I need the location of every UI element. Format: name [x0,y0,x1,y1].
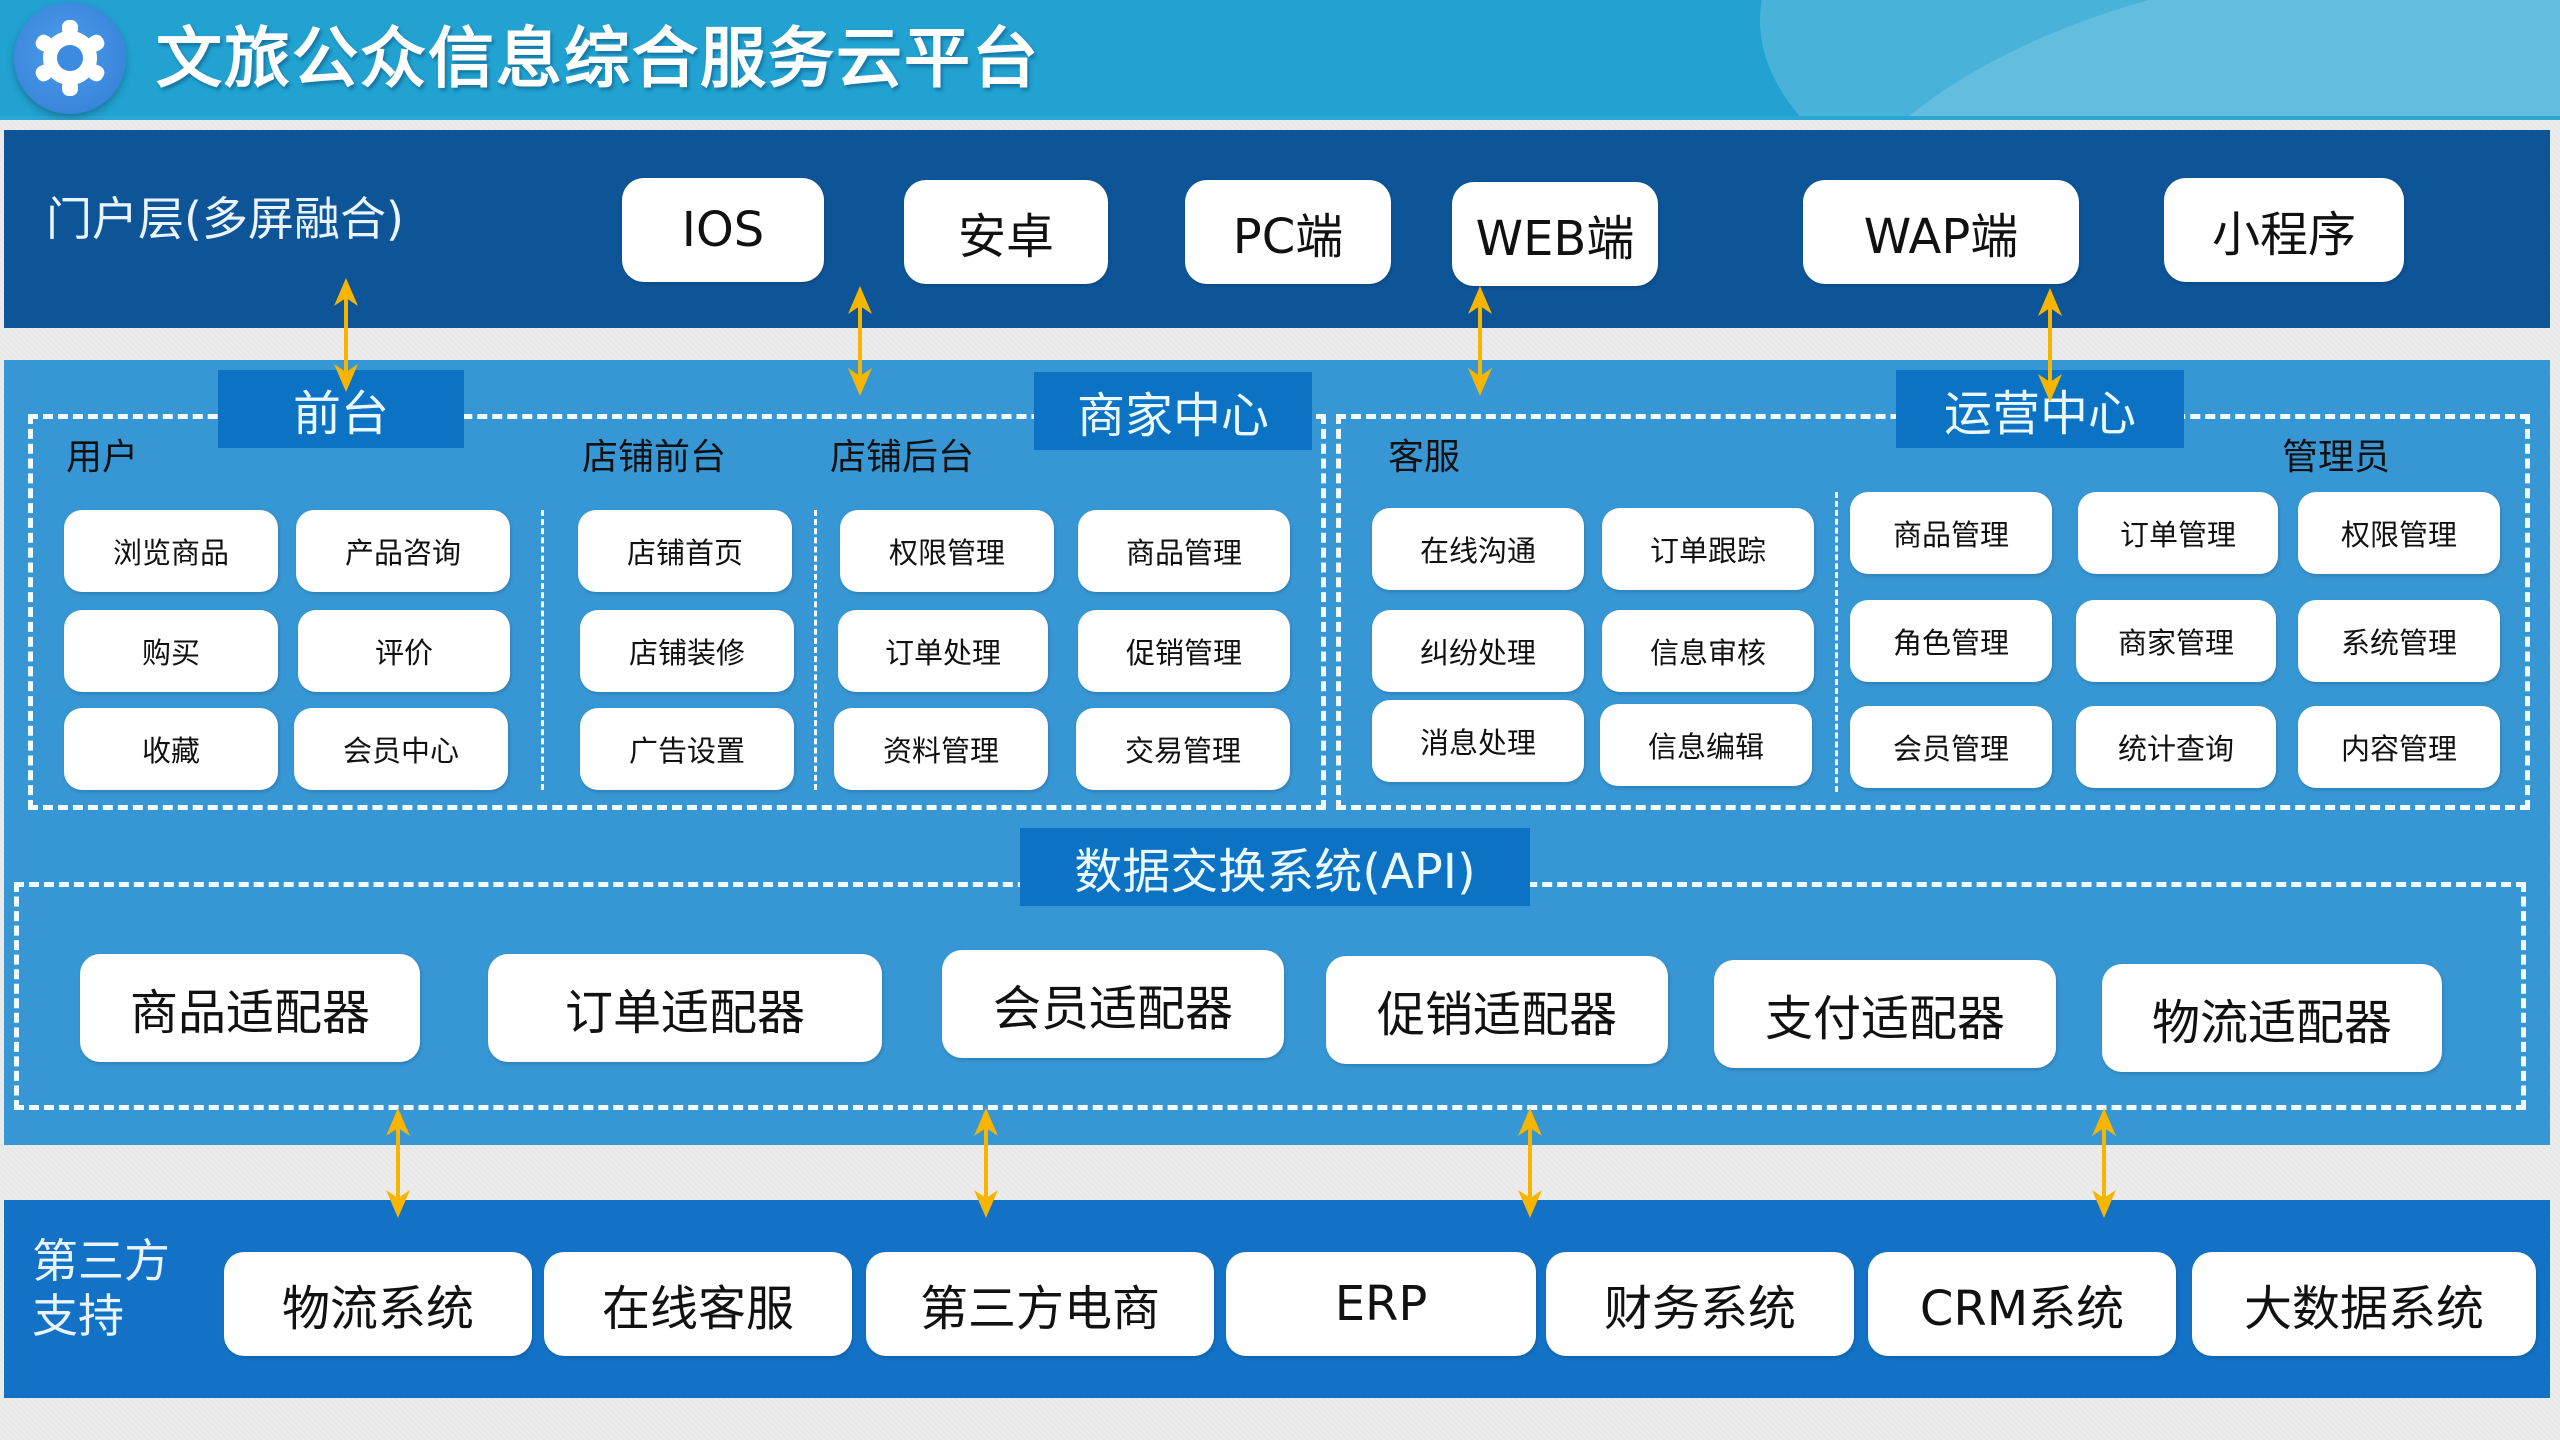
third-party-item[interactable]: 物流系统 [224,1252,532,1356]
admin-item[interactable]: 商家管理 [2076,600,2276,682]
page-title: 文旅公众信息综合服务云平台 [156,20,1040,97]
customer-service-item[interactable]: 在线沟通 [1372,508,1584,590]
third-party-item[interactable]: 大数据系统 [2192,1252,2536,1356]
divider [541,510,544,790]
header-wave-decoration [1760,0,2560,120]
store-back-item[interactable]: 交易管理 [1076,708,1290,790]
store-back-item[interactable]: 权限管理 [840,510,1054,592]
logo-badge [14,2,126,114]
header-banner: 文旅公众信息综合服务云平台 [0,0,2560,120]
frontend-item[interactable]: 购买 [64,610,278,692]
arrow-api-thirdparty [386,1108,410,1218]
customer-service-item[interactable]: 订单跟踪 [1602,508,1814,590]
portal-wap[interactable]: WAP端 [1803,180,2079,284]
frontend-item[interactable]: 评价 [298,610,510,692]
customer-service-label: 客服 [1388,437,1461,478]
admin-item[interactable]: 系统管理 [2298,600,2500,682]
adapter-box[interactable]: 商品适配器 [80,954,420,1062]
portal-android[interactable]: 安卓 [904,180,1108,284]
store-front-item[interactable]: 广告设置 [580,708,794,790]
portal-layer-label: 门户层(多屏融合) [46,192,404,246]
adapter-box[interactable]: 促销适配器 [1326,956,1668,1064]
portal-pc[interactable]: PC端 [1185,180,1391,284]
third-party-label-line1: 第三方 [32,1234,170,1288]
store-back-item[interactable]: 订单处理 [838,610,1048,692]
customer-service-item[interactable]: 信息编辑 [1600,704,1812,786]
customer-service-item[interactable]: 信息审核 [1602,610,1814,692]
arrow-api-thirdparty [974,1108,998,1218]
arrow-api-thirdparty [2092,1108,2116,1218]
frontend-item[interactable]: 产品咨询 [296,510,510,592]
third-party-item[interactable]: CRM系统 [1868,1252,2176,1356]
portal-ios[interactable]: IOS [622,178,824,282]
third-party-label-line2: 支持 [32,1289,124,1344]
store-back-item[interactable]: 促销管理 [1078,610,1290,692]
portal-mini-program[interactable]: 小程序 [2164,178,2404,282]
portal-web[interactable]: WEB端 [1452,182,1658,286]
admin-item[interactable]: 内容管理 [2298,706,2500,788]
adapter-box[interactable]: 会员适配器 [942,950,1284,1058]
adapter-box[interactable]: 物流适配器 [2102,964,2442,1072]
store-back-item[interactable]: 商品管理 [1078,510,1290,592]
admin-item[interactable]: 会员管理 [1850,706,2052,788]
operations-center-tag: 运营中心 [1896,370,2184,448]
third-party-item[interactable]: 在线客服 [544,1252,852,1356]
admin-item[interactable]: 统计查询 [2076,706,2276,788]
store-front-item[interactable]: 店铺首页 [578,510,792,592]
store-front-item[interactable]: 店铺装修 [580,610,794,692]
admin-item[interactable]: 订单管理 [2078,492,2278,574]
adapter-box[interactable]: 订单适配器 [488,954,882,1062]
gear-icon [35,20,105,96]
user-group-label: 用户 [66,437,139,478]
header-bottom-strip [0,116,2560,120]
store-back-label: 店铺后台 [830,437,975,478]
adapter-box[interactable]: 支付适配器 [1714,960,2056,1068]
frontend-item[interactable]: 收藏 [64,708,278,790]
divider [814,510,817,790]
api-tag: 数据交换系统(API) [1020,828,1530,906]
arrow-api-thirdparty [1518,1108,1542,1218]
store-front-label: 店铺前台 [582,437,727,478]
third-party-item[interactable]: ERP [1226,1252,1536,1356]
arrow-portal-frontend [334,278,358,392]
frontend-merchant-frame [28,414,1326,810]
frontend-item[interactable]: 浏览商品 [64,510,278,592]
arrow-portal-operations [2038,288,2062,402]
third-party-label: 第三方 支持 [32,1234,170,1344]
arrow-portal-merchant [848,286,872,396]
customer-service-item[interactable]: 纠纷处理 [1372,610,1584,692]
arrow-portal-service [1468,286,1492,396]
admin-item[interactable]: 商品管理 [1850,492,2052,574]
admin-label: 管理员 [2282,437,2391,478]
third-party-item[interactable]: 第三方电商 [866,1252,1214,1356]
admin-item[interactable]: 角色管理 [1850,600,2052,682]
merchant-center-tag: 商家中心 [1034,372,1312,450]
admin-item[interactable]: 权限管理 [2298,492,2500,574]
frontend-item[interactable]: 会员中心 [294,708,508,790]
divider [1835,492,1838,792]
frontend-tag: 前台 [218,370,464,448]
third-party-item[interactable]: 财务系统 [1546,1252,1854,1356]
customer-service-item[interactable]: 消息处理 [1372,700,1584,782]
store-back-item[interactable]: 资料管理 [834,708,1048,790]
